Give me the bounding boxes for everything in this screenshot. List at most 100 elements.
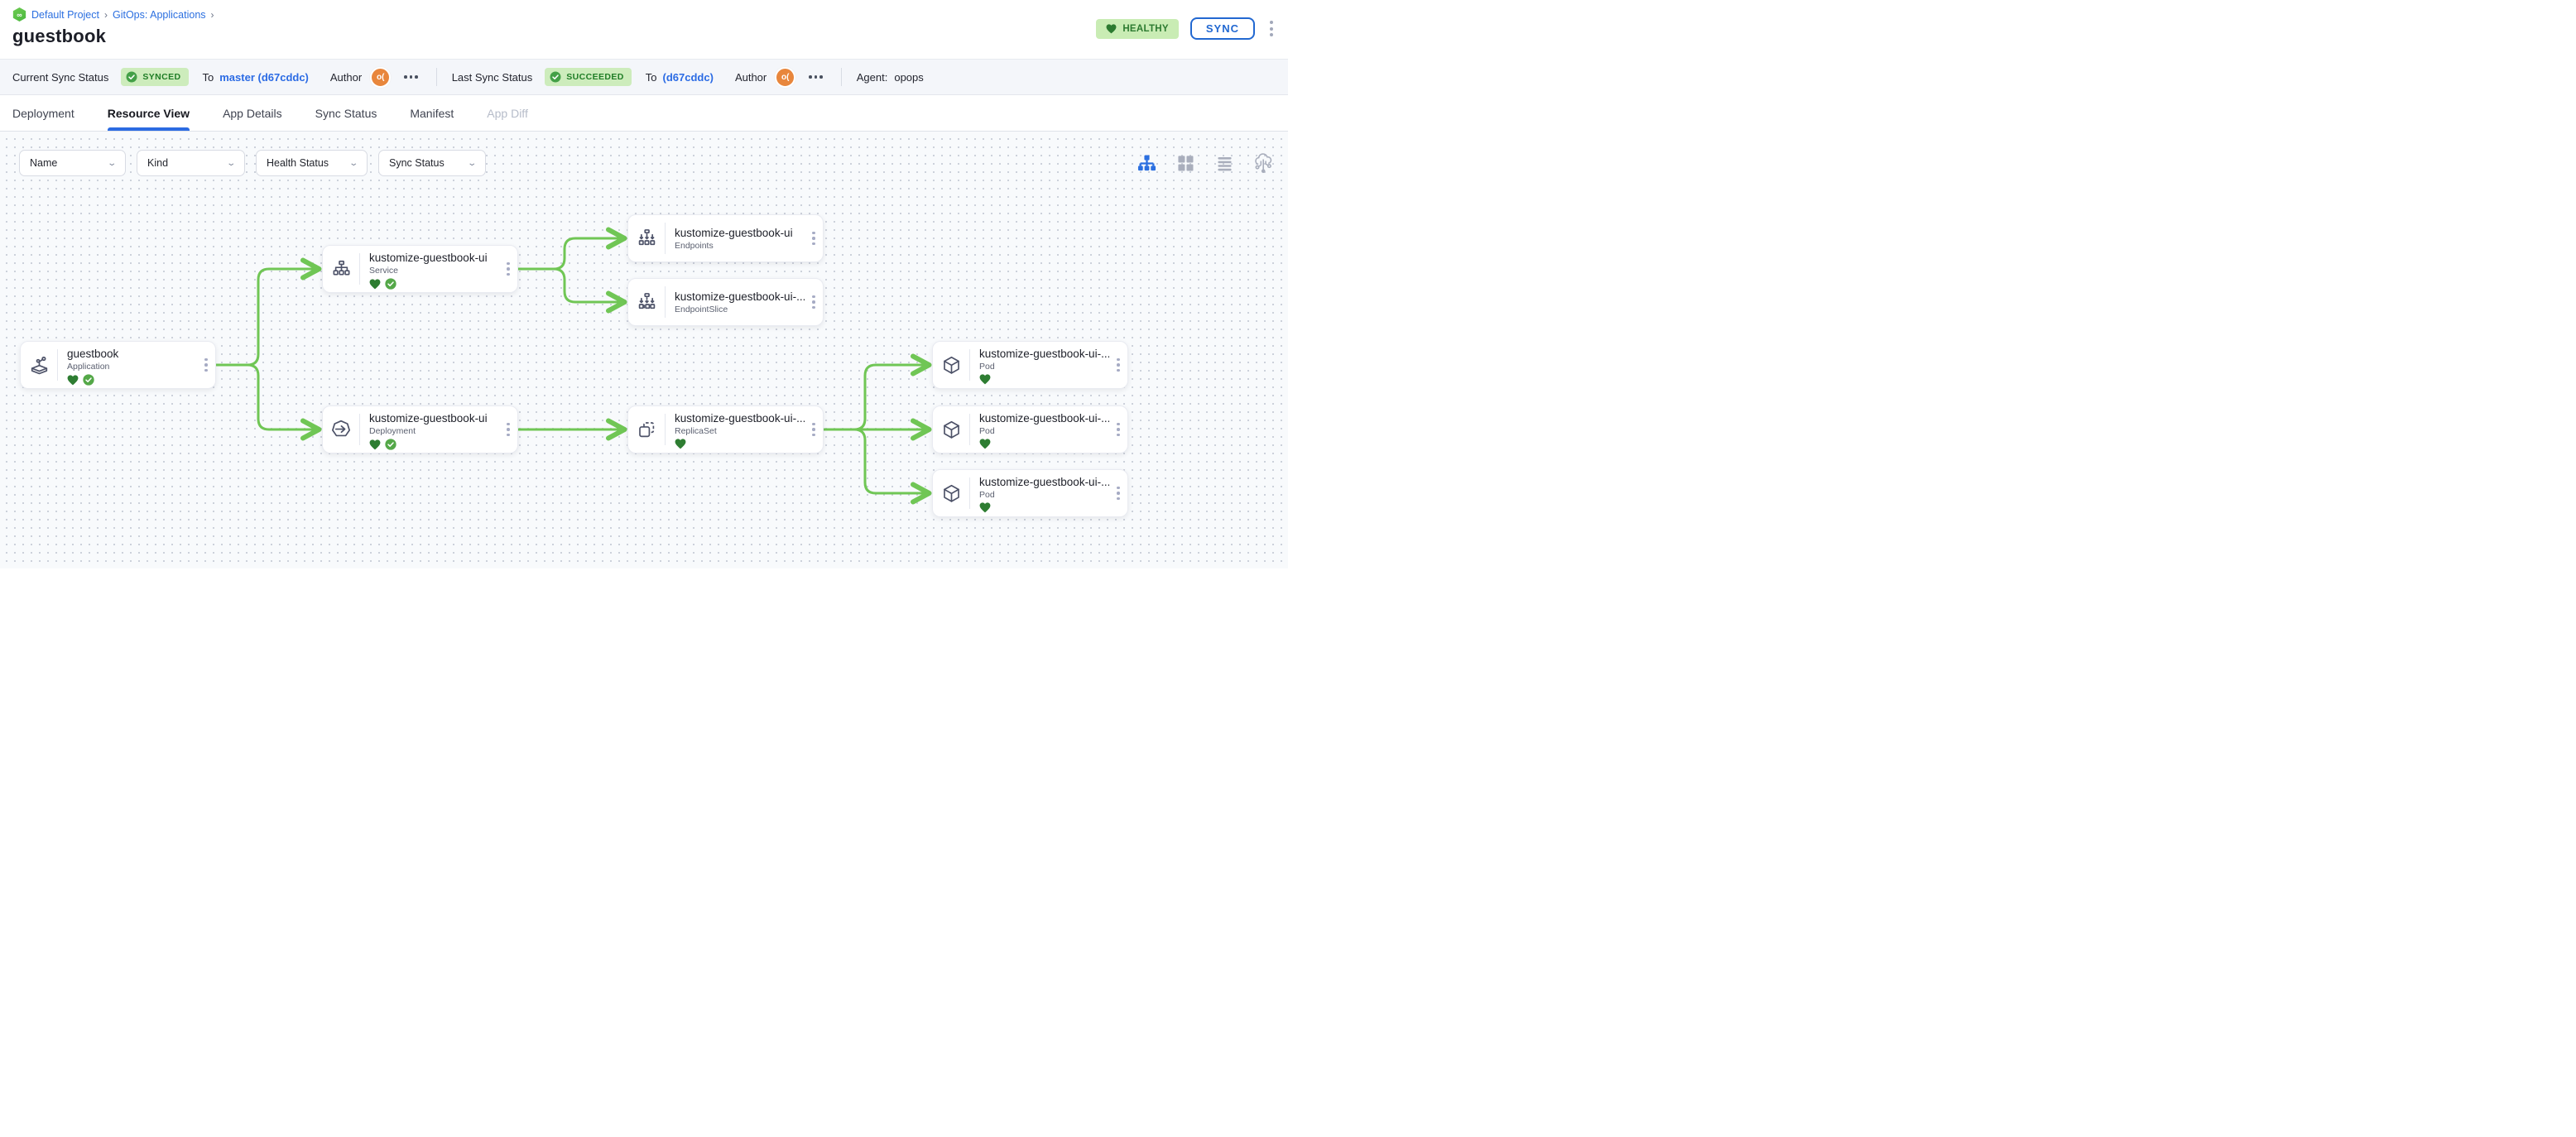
breadcrumb-link-project[interactable]: Default Project [31, 8, 99, 21]
resource-kind: Endpoints [675, 240, 714, 251]
resource-name: kustomize-guestbook-ui-... [675, 290, 805, 303]
filter-dropdown-kind[interactable]: Kind⌄ [137, 150, 245, 176]
tab-app-details[interactable]: App Details [223, 106, 282, 120]
application-icon [21, 342, 57, 388]
list-view-icon[interactable] [1214, 153, 1234, 173]
status-badge-label: SUCCEEDED [566, 72, 624, 82]
author-avatar: o( [775, 66, 796, 88]
resource-node-application[interactable]: guestbook Application [20, 341, 216, 389]
resource-status-badges [979, 439, 1109, 449]
breadcrumb-link-applications[interactable]: GitOps: Applications [112, 8, 206, 21]
tab-manifest[interactable]: Manifest [410, 106, 454, 120]
deployment-icon [323, 406, 359, 453]
status-badge-label: SYNCED [142, 72, 181, 82]
filter-dropdown-sync-status[interactable]: Sync Status⌄ [378, 150, 486, 176]
graph-edge-svc-ep [518, 227, 627, 271]
resource-name: guestbook [67, 348, 119, 360]
tab-sync-status[interactable]: Sync Status [315, 106, 377, 120]
synced-check-icon [385, 278, 396, 290]
resource-status-badges [369, 439, 499, 450]
graph-edge-svc-eps [518, 267, 627, 314]
resource-node-deployment[interactable]: kustomize-guestbook-ui Deployment [322, 405, 518, 453]
synced-check-icon [83, 374, 94, 386]
status-badge: SYNCED [121, 68, 189, 86]
node-kebab-menu-icon[interactable] [1109, 342, 1127, 388]
resource-kind: Service [369, 266, 399, 276]
cluster-view-icon[interactable] [1253, 153, 1273, 173]
revision-link[interactable]: (d67cddc) [662, 70, 714, 84]
grid-view-icon[interactable] [1175, 153, 1195, 173]
healthy-heart-icon [979, 439, 991, 449]
tab-resource-view[interactable]: Resource View [107, 95, 190, 131]
resource-node-service[interactable]: kustomize-guestbook-ui Service [322, 245, 518, 293]
sync-status-bar: Current Sync Status SYNCED To master (d6… [0, 59, 1288, 95]
agent-value: opops [894, 70, 924, 84]
resource-node-pod[interactable]: kustomize-guestbook-ui-... Pod [932, 405, 1128, 453]
author-label: Author [329, 70, 363, 84]
node-kebab-menu-icon[interactable] [197, 342, 215, 388]
resource-kind: EndpointSlice [675, 304, 728, 314]
healthy-heart-icon [979, 502, 991, 513]
filter-bar: Name⌄ Kind⌄ Health Status⌄ Sync Status⌄ [19, 150, 486, 176]
resource-kind: Pod [979, 426, 995, 436]
endpoints-icon [628, 215, 665, 261]
divider [665, 223, 666, 254]
node-kebab-menu-icon[interactable] [499, 406, 517, 453]
sync-button[interactable]: SYNC [1189, 17, 1255, 40]
view-toggle-group [1137, 153, 1273, 173]
header-kebab-menu-icon[interactable] [1266, 19, 1276, 38]
chevron-down-icon: ⌄ [466, 158, 477, 168]
to-label: To [645, 70, 657, 84]
resource-kind: Pod [979, 490, 995, 500]
status-label: Last Sync Status [451, 70, 533, 84]
resource-kind: Deployment [369, 426, 416, 436]
sync-status-group: Last Sync Status SUCCEEDED To (d67cddc) … [451, 66, 857, 88]
resource-kind: Pod [979, 362, 995, 372]
resource-node-endpoints[interactable]: kustomize-guestbook-ui Endpoints [627, 214, 824, 262]
divider [665, 414, 666, 445]
node-kebab-menu-icon[interactable] [805, 215, 823, 261]
breadcrumb-separator: › [210, 8, 214, 21]
header-actions: HEALTHY SYNC [1096, 17, 1276, 40]
breadcrumb-separator: › [103, 8, 108, 21]
author-label: Author [734, 70, 767, 84]
service-icon [323, 246, 359, 292]
resource-status-badges [67, 374, 197, 386]
divider [840, 68, 842, 86]
node-kebab-menu-icon[interactable] [805, 406, 823, 453]
pod-icon [933, 406, 969, 453]
resource-node-endpointslice[interactable]: kustomize-guestbook-ui-... EndpointSlice [627, 278, 824, 326]
divider [359, 253, 360, 285]
graph-edge-rs-pod3 [824, 428, 932, 505]
resource-status-badges [369, 278, 499, 290]
filter-dropdown-name[interactable]: Name⌄ [19, 150, 126, 176]
status-label: Current Sync Status [12, 70, 109, 84]
tab-deployment[interactable]: Deployment [12, 106, 74, 120]
revision-link[interactable]: master (d67cddc) [219, 70, 309, 84]
filter-dropdown-health-status[interactable]: Health Status⌄ [256, 150, 368, 176]
divider [435, 68, 437, 86]
more-menu-icon[interactable] [402, 72, 420, 82]
resource-node-replicaset[interactable]: kustomize-guestbook-ui-... ReplicaSet [627, 405, 824, 453]
divider [359, 414, 360, 445]
node-kebab-menu-icon[interactable] [1109, 470, 1127, 516]
node-kebab-menu-icon[interactable] [805, 279, 823, 325]
sync-status-group: Current Sync Status SYNCED To master (d6… [12, 66, 452, 88]
divider [969, 477, 970, 509]
more-menu-icon[interactable] [807, 72, 824, 82]
resource-node-pod[interactable]: kustomize-guestbook-ui-... Pod [932, 469, 1128, 517]
healthy-heart-icon [369, 278, 381, 289]
endpointslice-icon [628, 279, 665, 325]
resource-name: kustomize-guestbook-ui-... [979, 476, 1109, 488]
resource-node-pod[interactable]: kustomize-guestbook-ui-... Pod [932, 341, 1128, 389]
graph-edge-rs-pod1 [824, 353, 932, 431]
resource-name: kustomize-guestbook-ui [369, 412, 488, 425]
node-kebab-menu-icon[interactable] [1109, 406, 1127, 453]
graph-edges [216, 227, 932, 505]
node-kebab-menu-icon[interactable] [499, 246, 517, 292]
agent-label: Agent: [856, 70, 888, 84]
synced-check-icon [385, 439, 396, 450]
gitops-logo-icon: ∞ [12, 7, 26, 22]
tree-view-icon[interactable] [1137, 153, 1156, 173]
resource-name: kustomize-guestbook-ui-... [979, 348, 1109, 360]
